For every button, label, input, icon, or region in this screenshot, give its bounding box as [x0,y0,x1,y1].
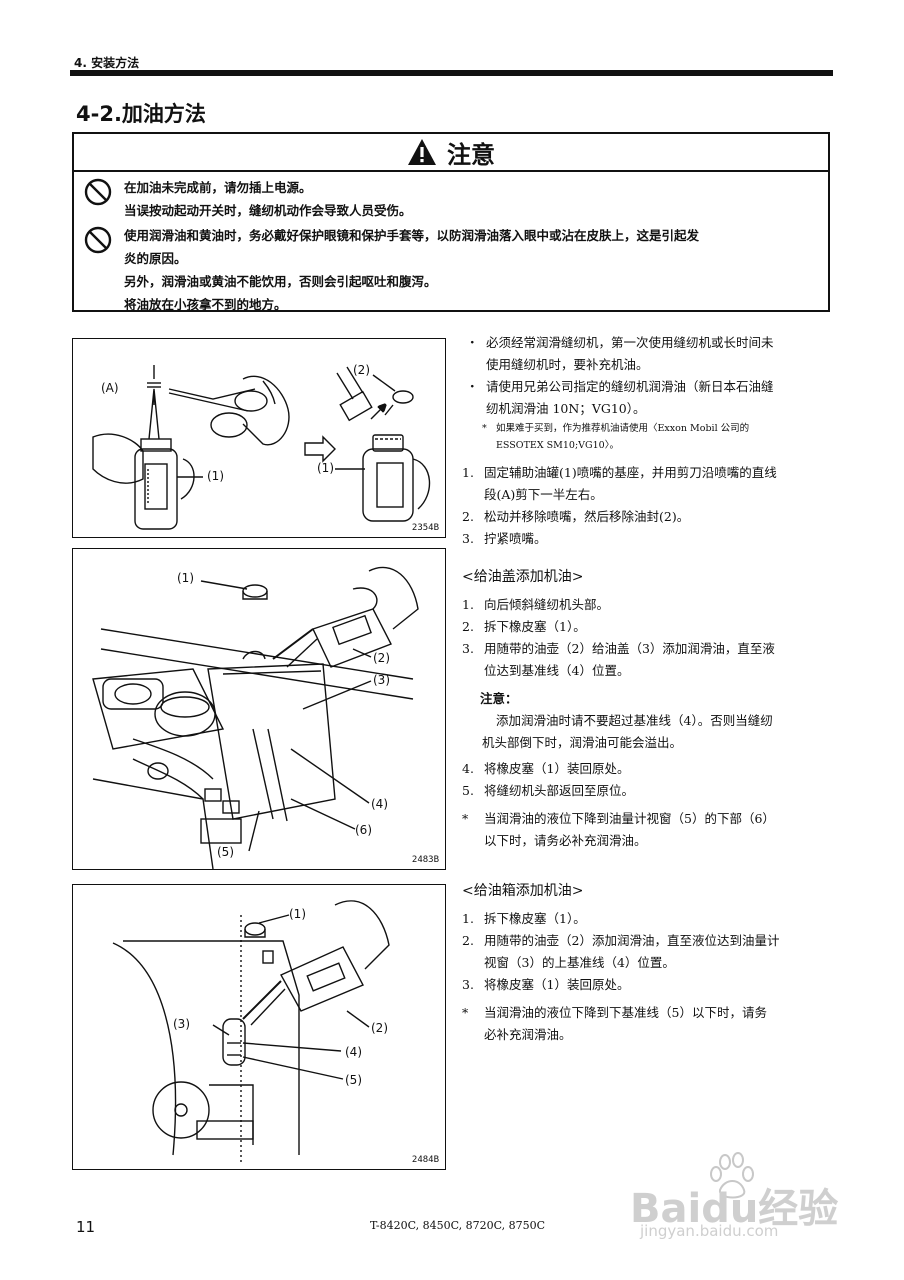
step-item: 3. 用随带的油壶（2）给油盖（3）添加润滑油，直至液位达到基准线（4）位置。 [462,638,834,682]
model-numbers: T-8420C, 8450C, 8720C, 8750C [370,1219,546,1232]
subsection-title: <给油盖添加机油> [462,569,584,585]
label-3: (3) [373,673,390,687]
text-line: 用随带的油壶（2）添加润滑油，直至液位达到油量计 [484,933,780,948]
note-line: 添加润滑油时请不要超过基准线（4）。否则当缝纫 [496,713,773,728]
step-item: 4.将橡皮塞（1）装回原处。 [462,758,834,780]
sewing-machine-tank-illustration [112,900,390,1165]
text-line: 松动并移除喷嘴，然后移除油封(2)。 [484,509,690,524]
text-line: 将缝纫机头部返回至原位。 [484,783,635,798]
label-1b: (1) [317,461,334,475]
figure-oil-tank: (1) (2) (3) (4) (5) 2484B [72,884,446,1170]
text-line: 向后倾斜缝纫机头部。 [484,597,610,612]
oil-tank-section: <给油箱添加机油> 1.拆下橡皮塞（1）。 2. 用随带的油壶（2）添加润滑油，… [462,880,834,1046]
step-item: 2.拆下橡皮塞（1）。 [462,616,834,638]
text-line: 固定辅助油罐(1)喷嘴的基座，并用剪刀沿喷嘴的直线 [484,465,777,480]
step-item: 5.将缝纫机头部返回至原位。 [462,780,834,802]
intro-text: ・ 必须经常润滑缝纫机，第一次使用缝纫机或长时间未使用缝纫机时，要补充机油。 ・… [462,332,834,550]
sewing-machine-cap-illustration [92,566,419,870]
figure-code: 2354B [411,523,439,533]
text-line: 当润滑油的液位下降到下基准线（5）以下时，请务 [484,1005,767,1020]
note-line: 机头部倒下时，润滑油可能会溢出。 [482,735,683,750]
label-1: (1) [177,571,194,585]
text-line: 使用缝纫机时，要补充机油。 [486,357,649,372]
label-5: (5) [345,1073,362,1087]
label-1: (1) [207,469,224,483]
caution-line: 在加油未完成前，请勿插上电源。 [124,180,312,195]
text-line: 位达到基准线（4）位置。 [484,663,630,678]
star-note: * 当润滑油的液位下降到油量计视窗（5）的下部（6）以下时，请务必补充润滑油。 [462,808,834,852]
step-item: 1.拆下橡皮塞（1）。 [462,908,834,930]
text-line: 纫机润滑油 10N；VG10）。 [486,401,646,416]
text-line: 必须经常润滑缝纫机，第一次使用缝纫机或长时间未 [486,335,774,350]
step-item: 1. 固定辅助油罐(1)喷嘴的基座，并用剪刀沿喷嘴的直线段(A)剪下一半左右。 [462,462,834,506]
caution-line: 使用润滑油和黄油时，务必戴好保护眼镜和保护手套等，以防润滑油落入眼中或沾在皮肤上… [124,228,700,243]
text-line: 当润滑油的液位下降到油量计视窗（5）的下部（6） [484,811,775,826]
caution-title: 注意 [447,140,495,169]
text-line: 用随带的油壶（2）给油盖（3）添加润滑油，直至液 [484,641,775,656]
step-item: 3.拧紧喷嘴。 [462,528,834,550]
figure-code: 2483B [411,855,439,865]
label-3: (3) [173,1017,190,1031]
header-rule [70,70,833,76]
label-2: (2) [373,651,390,665]
text-line: 以下时，请务必补充润滑油。 [484,833,647,848]
step-item: 2.松动并移除喷嘴，然后移除油封(2)。 [462,506,834,528]
text-line: 段(A)剪下一半左右。 [484,487,603,502]
prohibited-icon [84,226,112,254]
caution-box: 注意 在加油未完成前，请勿插上电源。 当误按动起动开关时，缝纫机动作会导致人员受… [72,132,830,312]
figure-cut-nozzle: (A) (1) (2) (1) 2354B [72,338,446,538]
baidu-paw-logo [710,1152,754,1199]
label-4: (4) [345,1045,362,1059]
bullet-item: ・ 必须经常润滑缝纫机，第一次使用缝纫机或长时间未使用缝纫机时，要补充机油。 [462,332,834,376]
section-title: 4-2.加油方法 [76,102,206,126]
step-item: 3.将橡皮塞（1）装回原处。 [462,974,834,996]
caution-line: 当误按动起动开关时，缝纫机动作会导致人员受伤。 [124,203,412,218]
oil-cap-section: <给油盖添加机油> 1.向后倾斜缝纫机头部。 2.拆下橡皮塞（1）。 3. 用随… [462,566,834,852]
warning-triangle-icon [408,139,436,165]
page-number: 11 [76,1218,96,1236]
step-item: 2. 用随带的油壶（2）添加润滑油，直至液位达到油量计视窗（3）的上基准线（4）… [462,930,834,974]
text-line: 拧紧喷嘴。 [484,531,547,546]
text-line: 视窗（3）的上基准线（4）位置。 [484,955,675,970]
text-line: ESSOTEX SM10;VG10〉。 [496,440,619,451]
text-line: 拆下橡皮塞（1）。 [484,911,586,926]
label-1: (1) [289,907,306,921]
caution-line: 另外，润滑油或黄油不能饮用，否则会引起呕吐和腹泻。 [124,274,437,289]
caution-header: 注意 [74,134,828,172]
caution-line: 炎的原因。 [124,251,187,266]
bullet-item: ・ 请使用兄弟公司指定的缝纫机润滑油（新日本石油缝纫机润滑油 10N；VG10）… [462,376,834,420]
label-2: (2) [353,363,370,377]
oil-bottle-illustration [92,365,431,530]
prohibited-icon [84,178,112,206]
star-note: * 当润滑油的液位下降到下基准线（5）以下时，请务必补充润滑油。 [462,1002,834,1046]
step-item: 1.向后倾斜缝纫机头部。 [462,594,834,616]
label-4: (4) [371,797,388,811]
watermark-url: jingyan.baidu.com [640,1222,779,1240]
caution-line: 将油放在小孩拿不到的地方。 [124,297,287,312]
text-line: 将橡皮塞（1）装回原处。 [484,761,630,776]
text-line: 请使用兄弟公司指定的缝纫机润滑油（新日本石油缝 [486,379,774,394]
label-5: (5) [217,845,234,859]
text-line: 必补充润滑油。 [484,1027,572,1042]
figure-code: 2484B [411,1155,439,1165]
label-a: (A) [101,381,119,395]
text-line: 拆下橡皮塞（1）。 [484,619,586,634]
figure-oil-cap: (1) (2) (3) (4) (6) (5) 2483B [72,548,446,870]
label-6: (6) [355,823,372,837]
subsection-title: <给油箱添加机油> [462,883,584,899]
text-line: 将橡皮塞（1）装回原处。 [484,977,630,992]
note-title: 注意： [480,691,518,706]
baidu-watermark: Baidu经验 jingyan.baidu.com [630,1150,860,1244]
chapter-header: 4. 安装方法 [74,56,140,70]
label-2: (2) [371,1021,388,1035]
text-line: 如果难于买到，作为推荐机油请使用〈Exxon Mobil 公司的 [496,423,750,434]
watermark-brand: Baidu经验 [630,1186,839,1232]
